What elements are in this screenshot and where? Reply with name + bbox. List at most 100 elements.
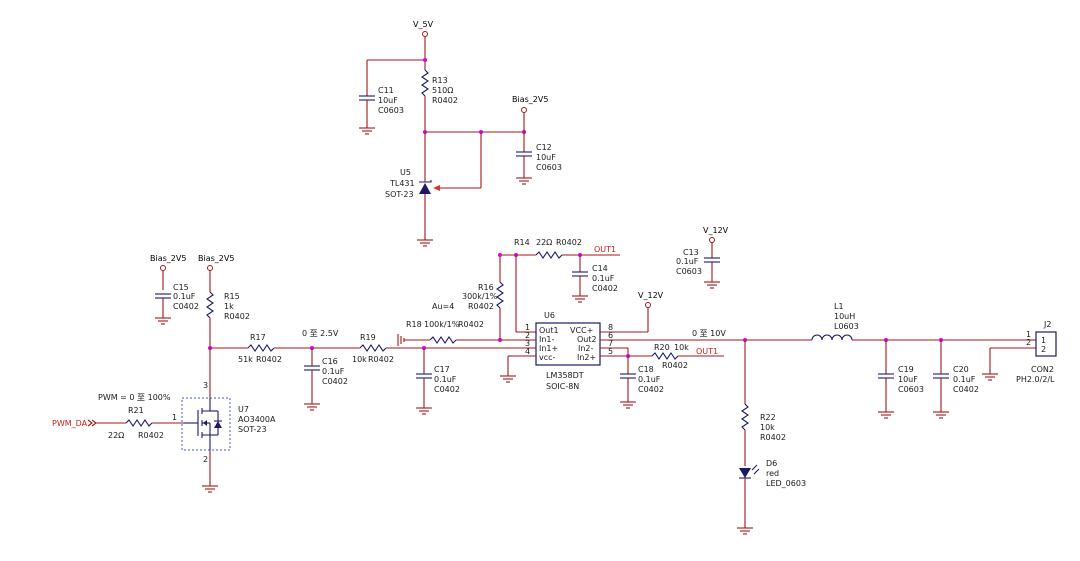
capacitor-c14: C14 0.1uF C0402 — [572, 255, 618, 303]
output-section: 0 至 10V R22 10k R0402 D6 red LED_0603 — [692, 302, 1057, 535]
l1-package: L0603 — [834, 322, 859, 331]
r14-ref: R14 — [514, 238, 530, 247]
net-label-out1-mid[interactable]: OUT1 — [696, 347, 718, 356]
r13-value: 510Ω — [432, 86, 453, 95]
capacitor-c11: C11 10uF C0603 — [359, 86, 404, 135]
net-label-out1-top[interactable]: OUT1 — [594, 245, 616, 254]
power-port-v12-top — [709, 237, 715, 243]
u6-pin4-num: 4 — [525, 347, 530, 356]
capacitor-c17: C17 0.1uF C0402 — [416, 348, 460, 415]
resistor-r16-label: R16 300k/1% R0402 — [462, 283, 498, 311]
u6-pin5-num: 5 — [608, 347, 613, 356]
u6-pin3-num: 3 — [525, 339, 530, 348]
r18-ref: R18 — [406, 320, 422, 329]
u6-pin1-num: 1 — [525, 323, 530, 332]
power-port-bias-top — [521, 107, 527, 113]
resistor-r20: R20 10k R0402 — [651, 343, 724, 370]
c16-package: C0402 — [322, 377, 348, 386]
u7-value: AO3400A — [238, 415, 276, 424]
resistor-r18: R18 100k/1% R0402 — [397, 320, 512, 346]
c19-ref: C19 — [898, 365, 914, 374]
voltage-range-0-10v: 0 至 10V — [692, 329, 726, 338]
l1-ref: L1 — [834, 302, 844, 311]
u5-package: SOT-23 — [385, 190, 414, 199]
power-port-bias-left1 — [160, 265, 166, 271]
u6-pin7-num: 7 — [608, 339, 613, 348]
l1-value: 10uH — [834, 312, 855, 321]
r21-value: 22Ω — [108, 431, 124, 440]
u6-pin6-name: Out2 — [577, 335, 597, 344]
r14-value: 22Ω — [536, 238, 552, 247]
c17-ref: C17 — [434, 365, 450, 374]
r13-ref: R13 — [432, 76, 448, 85]
j2-ref: J2 — [1043, 320, 1051, 329]
u6-pin3-name: In1+ — [539, 344, 558, 353]
c17-package: C0402 — [434, 385, 460, 394]
r17-ref: R17 — [250, 333, 266, 342]
u5-value: TL431 — [389, 179, 415, 188]
capacitor-c19: C19 10uF C0603 — [878, 340, 924, 419]
c16-ref: C16 — [322, 357, 338, 366]
r22-ref: R22 — [760, 413, 776, 422]
c18-value: 0.1uF — [638, 375, 661, 384]
d6-package: LED_0603 — [766, 479, 806, 488]
c16-value: 0.1uF — [322, 367, 345, 376]
voltage-range-0-2v5: 0 至 2.5V — [302, 329, 339, 338]
reference-section: V_5V C11 10uF C0603 R13 510Ω R0402 — [359, 20, 562, 247]
power-port-v12-mid — [645, 302, 651, 308]
u6-value: LM358DT — [546, 371, 584, 380]
d6-value: red — [766, 469, 779, 478]
r17-value: 51k — [238, 355, 253, 364]
c14-value: 0.1uF — [592, 274, 615, 283]
r16-value: 300k/1% — [462, 292, 498, 301]
c13-package: C0603 — [676, 267, 702, 276]
c11-ref: C11 — [378, 86, 394, 95]
u6-pin6-num: 6 — [608, 331, 613, 340]
connector-j2: J2 1 2 1 2 CON2 PH2.0/2/L — [982, 320, 1057, 384]
r16-package: R0402 — [468, 302, 494, 311]
u6-pin4-name: vcc- — [539, 353, 556, 362]
u6-pin2-name: In1- — [539, 335, 555, 344]
r14-package: R0402 — [556, 238, 582, 247]
u6-pin1-name: Out1 — [539, 326, 559, 335]
net-label-bias-top: Bias_2V5 — [512, 95, 548, 104]
net-label-v12-mid: V_12V — [638, 291, 664, 300]
c14-ref: C14 — [592, 264, 608, 273]
c12-package: C0603 — [536, 163, 562, 172]
j2-pin1-num: 1 — [1026, 330, 1031, 339]
r20-value: 10k — [674, 343, 689, 352]
u6-pin7-name: In2- — [578, 344, 594, 353]
c17-value: 0.1uF — [434, 375, 457, 384]
resistor-r19: R19 10k R0402 — [352, 333, 512, 364]
r17-package: R0402 — [256, 355, 282, 364]
d6-ref: D6 — [766, 459, 777, 468]
u6-pin5-name: In2+ — [577, 353, 596, 362]
net-label-bias-left2: Bias_2V5 — [198, 254, 234, 263]
r18-value: 100k/1% — [424, 320, 460, 329]
c20-ref: C20 — [953, 365, 969, 374]
c13-ref: C13 — [683, 248, 699, 257]
c14-package: C0402 — [592, 284, 618, 293]
resistor-r17: R17 51k R0402 — [238, 333, 360, 364]
c15-ref: C15 — [173, 283, 189, 292]
resistor-r21: R21 22Ω R0402 — [108, 406, 184, 440]
net-label-v12-top: V_12V — [703, 226, 729, 235]
c13-value: 0.1uF — [676, 257, 699, 266]
resistor-r22: R22 10k R0402 — [741, 340, 786, 466]
r21-package: R0402 — [138, 431, 164, 440]
net-label-pwm-da[interactable]: PWM_DA — [52, 419, 88, 428]
filter-amp-section: R17 51k R0402 0 至 2.5V C16 0.1uF C0402 R… — [210, 226, 745, 415]
r22-value: 10k — [760, 423, 775, 432]
u6-pin2-num: 2 — [525, 331, 530, 340]
r21-ref: R21 — [128, 406, 144, 415]
c18-ref: C18 — [638, 365, 654, 374]
capacitor-c18: C18 0.1uF C0402 — [620, 356, 664, 409]
mosfet-u7: 3 2 U7 AO3400A SOT-23 — [181, 381, 276, 464]
c19-value: 10uF — [898, 375, 918, 384]
r15-ref: R15 — [224, 292, 240, 301]
c19-package: C0603 — [898, 385, 924, 394]
r19-package: R0402 — [368, 355, 394, 364]
power-port-bias-left2 — [207, 265, 213, 271]
u7-package: SOT-23 — [238, 425, 267, 434]
j2-pin2-inner: 2 — [1041, 345, 1046, 354]
